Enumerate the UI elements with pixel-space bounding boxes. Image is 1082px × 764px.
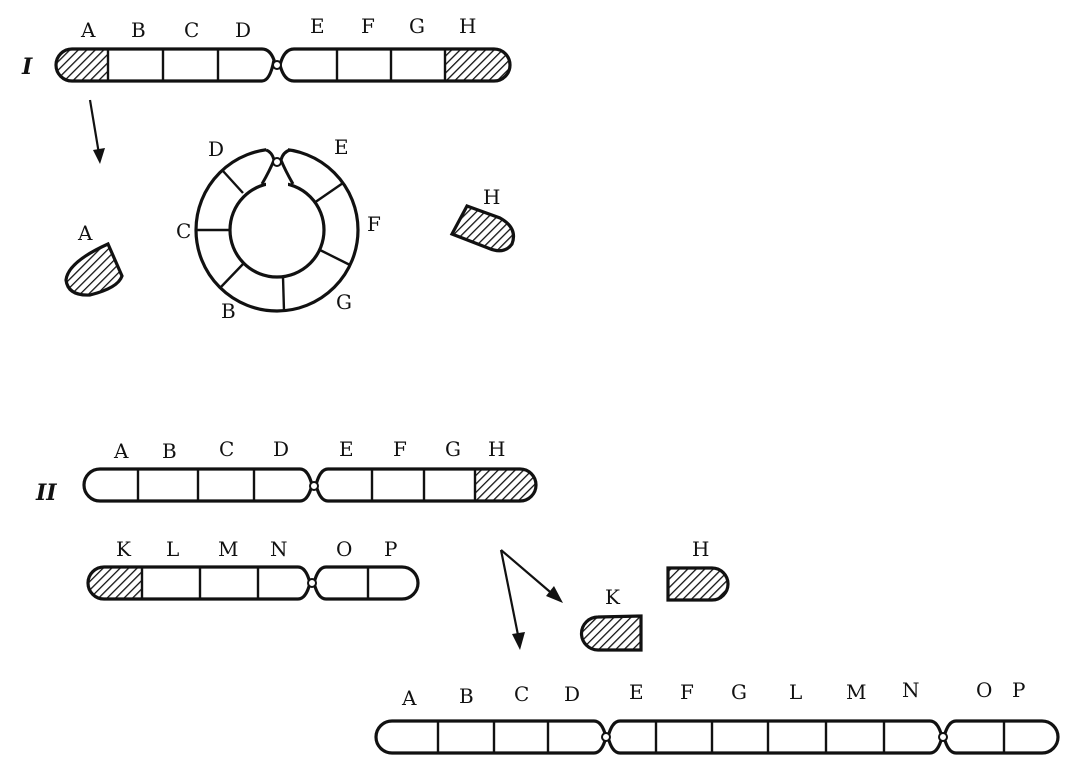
section-label-one: I <box>21 54 33 80</box>
section-label-two: II <box>35 480 57 506</box>
gene-label: O <box>976 678 992 702</box>
arrow-ring-formation <box>88 99 105 164</box>
gene-label: A <box>80 18 96 42</box>
ring-label: D <box>208 137 224 161</box>
gene-label: E <box>339 437 354 461</box>
ring-chromosome: D E F G B C <box>176 135 381 323</box>
hatched-telomere-a <box>56 49 108 81</box>
gene-label: A <box>401 686 417 710</box>
gene-label: G <box>445 437 461 461</box>
gene-label: B <box>131 18 146 42</box>
gene-label: A <box>113 439 129 463</box>
ring-label: E <box>334 135 349 159</box>
gene-label: M <box>218 537 238 561</box>
gene-label: D <box>273 437 289 461</box>
gene-label: G <box>731 680 747 704</box>
gene-label: F <box>361 14 375 38</box>
gene-label: C <box>184 18 199 42</box>
gene-label: C <box>514 682 529 706</box>
panel-two-chromosome-2: K L M N O P <box>86 537 420 601</box>
gene-label: E <box>310 14 325 38</box>
gene-label: D <box>235 18 251 42</box>
gene-label: E <box>629 680 644 704</box>
right-arm <box>278 47 512 83</box>
gene-label: N <box>270 537 288 561</box>
fragment-a-label: A <box>77 221 93 245</box>
gene-label: P <box>384 537 397 561</box>
fragment-k-label: K <box>605 585 621 609</box>
centromere <box>272 60 282 70</box>
ring-label: G <box>336 290 352 314</box>
hatched-telomere-h <box>445 49 510 81</box>
gene-label: M <box>846 680 866 704</box>
left-arm <box>54 47 276 83</box>
arrow-translocation <box>499 549 563 650</box>
fragment-a: A <box>64 221 124 297</box>
gene-label: F <box>680 680 694 704</box>
gene-label: B <box>162 439 177 463</box>
fragment-k: K <box>579 585 643 652</box>
fragment-h-label: H <box>483 185 500 209</box>
fragment-h-two-label: H <box>692 537 709 561</box>
gene-label: H <box>488 437 505 461</box>
gene-label: F <box>393 437 407 461</box>
gene-label: G <box>409 14 425 38</box>
ring-label: B <box>221 299 236 323</box>
gene-label: N <box>902 678 920 702</box>
panel-one-chromosome: A B C D E F G H <box>54 14 512 83</box>
gene-label: C <box>219 437 234 461</box>
fragment-h-two: H <box>666 537 730 602</box>
gene-label: D <box>564 682 580 706</box>
gene-label: L <box>789 680 802 704</box>
ring-label: C <box>176 219 191 243</box>
result-chromosome: A B C D E F G L M N O P <box>374 678 1060 755</box>
panel-two-chromosome-1: A B C D E F G H <box>82 437 538 503</box>
fragment-h: H <box>449 185 516 253</box>
gene-label: H <box>459 14 476 38</box>
gene-label: O <box>336 537 352 561</box>
gene-label: K <box>116 537 132 561</box>
gene-label: L <box>166 537 179 561</box>
gene-label: B <box>459 684 474 708</box>
gene-label: P <box>1012 678 1025 702</box>
ring-label: F <box>367 212 381 236</box>
